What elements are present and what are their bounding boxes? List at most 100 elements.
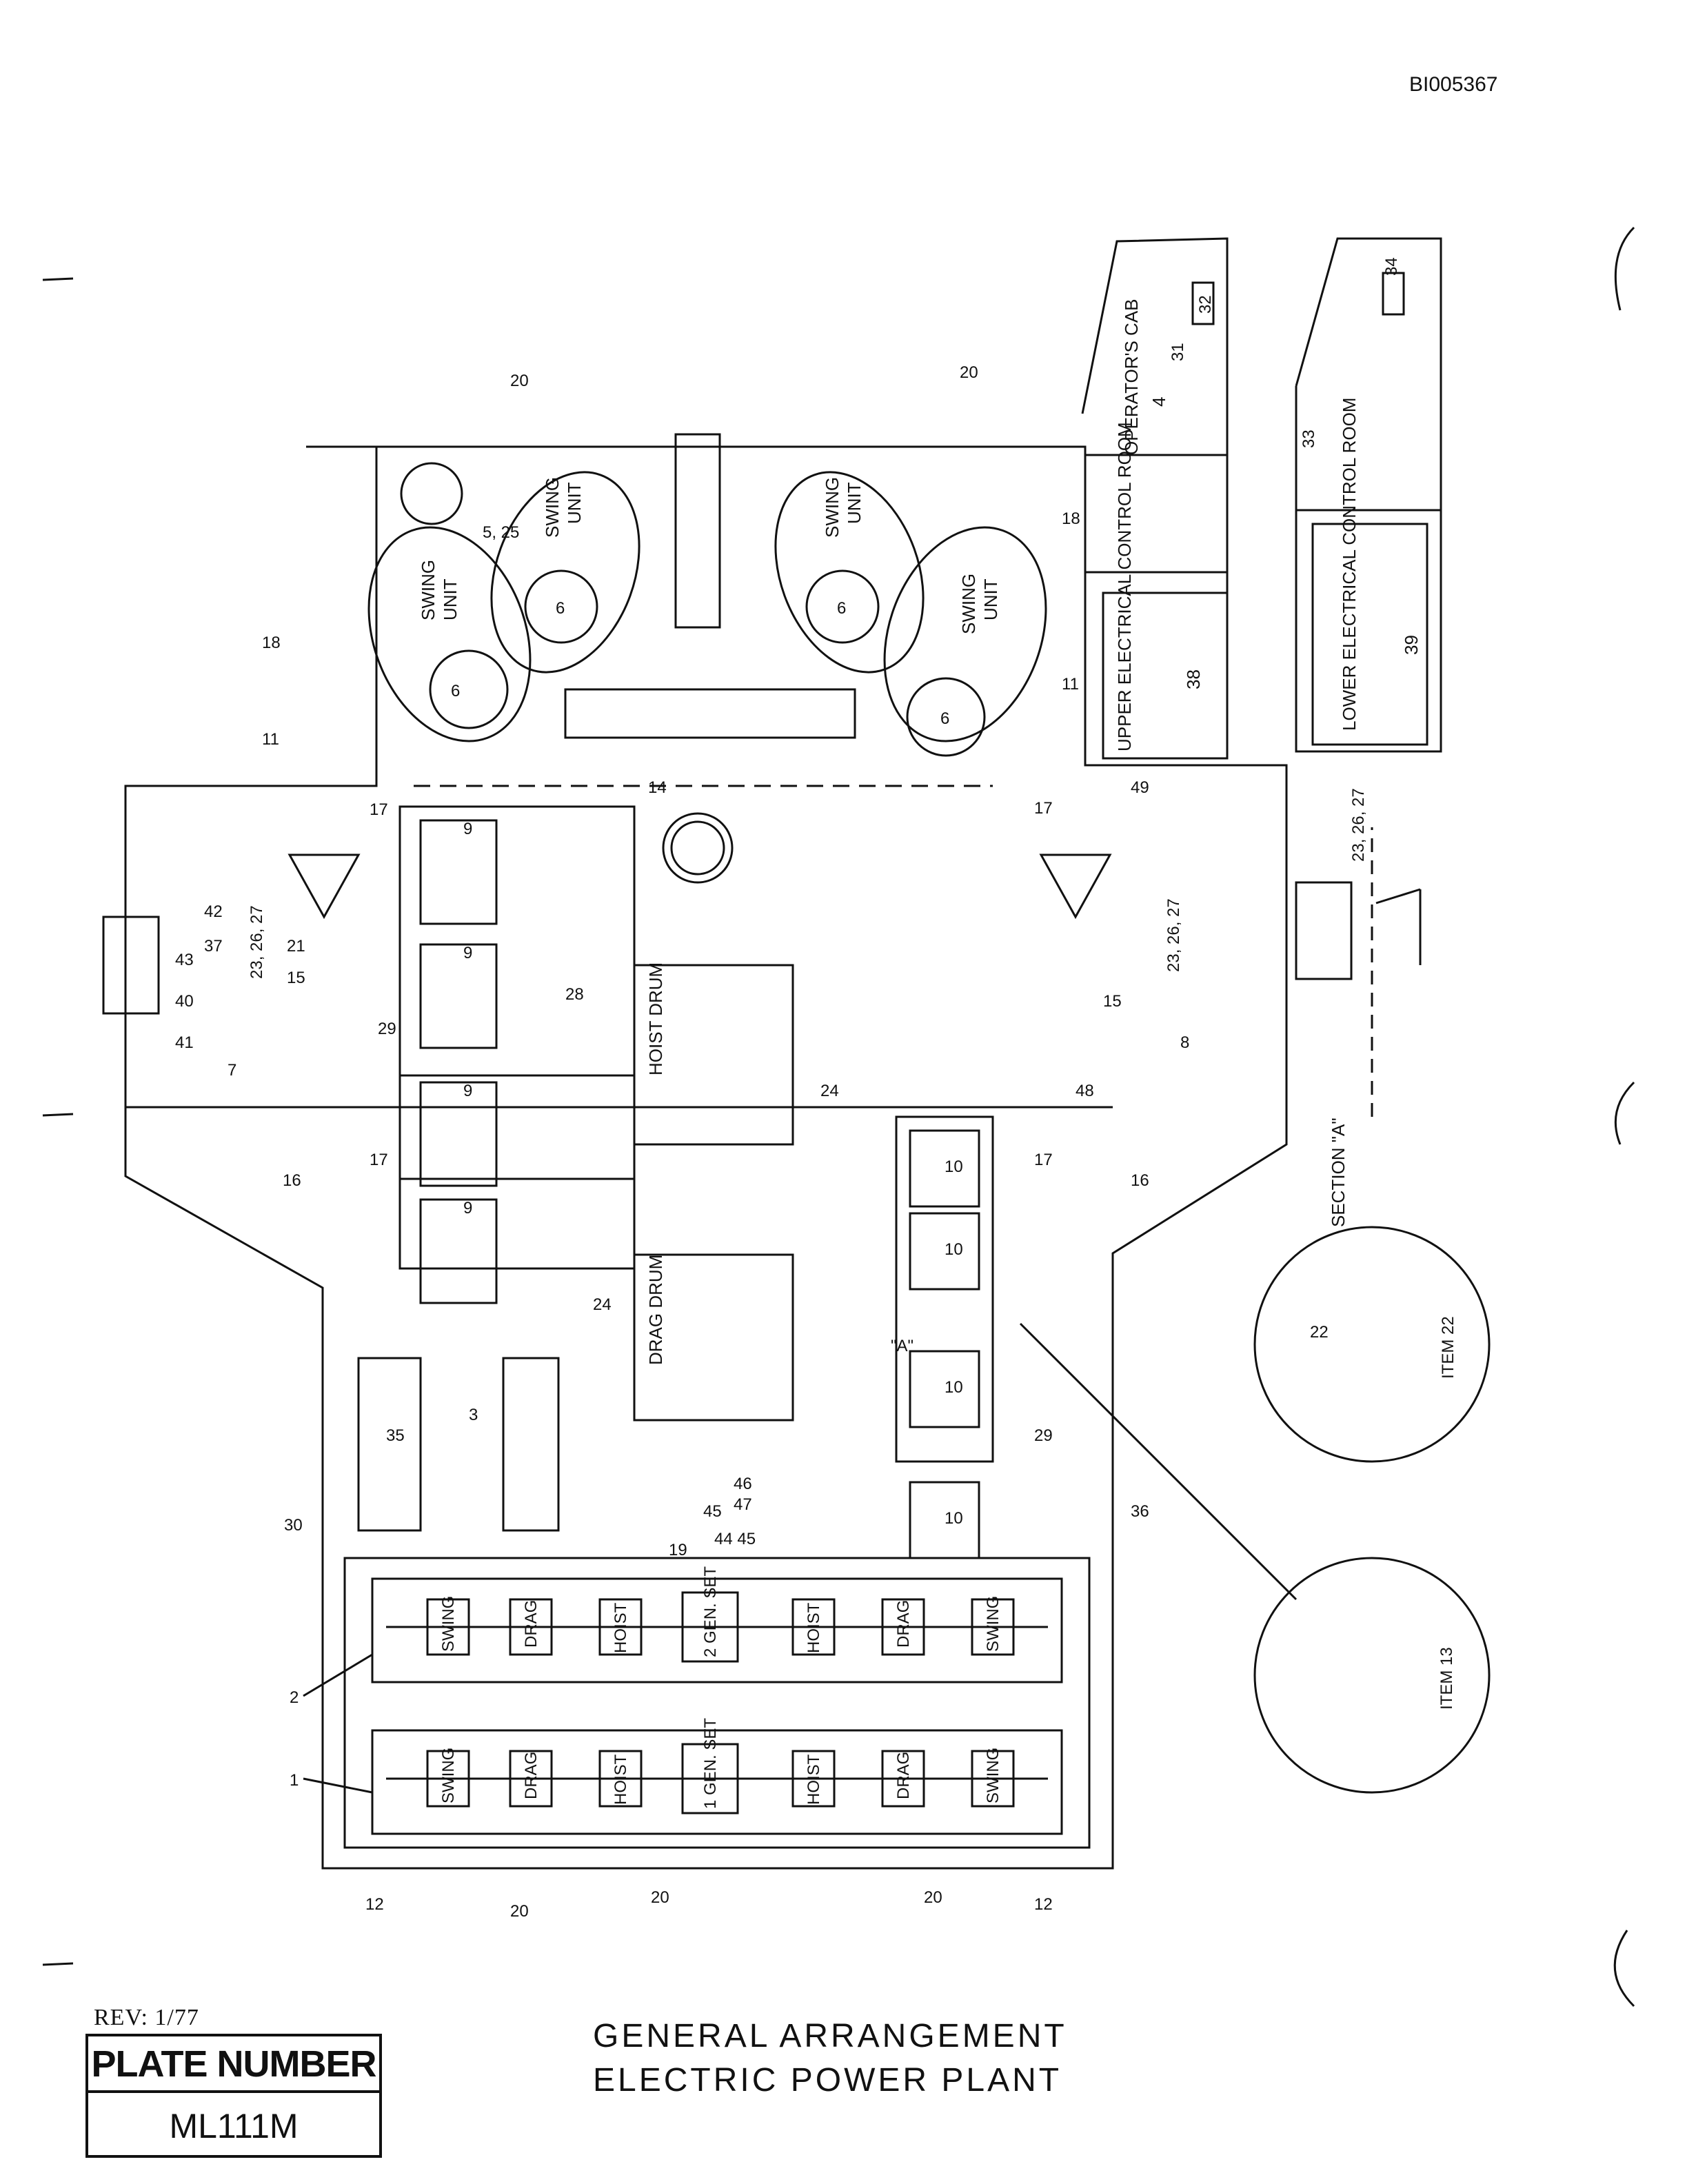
gen1-drag-left: DRAG bbox=[522, 1752, 541, 1799]
swing-unit-sub-1: UNIT bbox=[440, 578, 461, 620]
callout-18a: 18 bbox=[262, 634, 281, 652]
drag-drum-label: DRAG DRUM bbox=[645, 1255, 666, 1365]
revision-label: REV: 1/77 bbox=[94, 2005, 199, 2030]
callout-11a: 11 bbox=[262, 730, 279, 749]
swing-unit-label-1: SWING bbox=[418, 560, 438, 620]
callout-17a: 17 bbox=[370, 800, 388, 819]
callout-10c: 10 bbox=[945, 1378, 963, 1397]
gen2-drag-left: DRAG bbox=[522, 1600, 541, 1648]
callout-23-26-27-left: 23, 26, 27 bbox=[248, 905, 266, 979]
callout-6b: 6 bbox=[556, 599, 565, 618]
callout-36: 36 bbox=[1131, 1502, 1149, 1521]
callout-10a: 10 bbox=[945, 1157, 963, 1176]
callout-3: 3 bbox=[469, 1406, 478, 1424]
document-id: BI005367 bbox=[1409, 73, 1498, 96]
item-22-label: ITEM 22 bbox=[1439, 1316, 1457, 1379]
callout-5-25: 5, 25 bbox=[483, 523, 519, 542]
callout-24b: 24 bbox=[593, 1295, 612, 1314]
callout-47: 47 bbox=[734, 1495, 752, 1514]
gen1-swing-right: SWING bbox=[984, 1748, 1002, 1803]
callout-29a: 29 bbox=[378, 1020, 396, 1038]
deck-outline bbox=[124, 445, 1288, 1870]
section-label: SECTION "A" bbox=[1328, 1118, 1349, 1227]
plate-number-label: PLATE NUMBER bbox=[88, 2036, 379, 2093]
callout-23-26-27-right: 23, 26, 27 bbox=[1349, 788, 1368, 862]
lower-room-number: 39 bbox=[1401, 635, 1422, 655]
callout-20e: 20 bbox=[924, 1888, 942, 1907]
callout-10b: 10 bbox=[945, 1240, 963, 1259]
right-detail-lines: 23, 26, 27 23, 26, 27 23, 26, 27 bbox=[248, 788, 1422, 1117]
callout-44-45: 44 45 bbox=[714, 1530, 756, 1548]
callout-8: 8 bbox=[1180, 1033, 1189, 1052]
callout-6a: 6 bbox=[451, 682, 460, 700]
gen1-hoist-left: HOIST bbox=[612, 1754, 630, 1805]
callout-16b: 16 bbox=[1131, 1171, 1149, 1190]
crawler-frames bbox=[102, 853, 1353, 1109]
callout-15b: 15 bbox=[1103, 992, 1122, 1011]
swing-unit-label-3: SWING bbox=[822, 477, 842, 538]
gen2-drag-right: DRAG bbox=[894, 1600, 913, 1648]
callout-9a: 9 bbox=[463, 820, 472, 838]
control-rooms: 32 34 33 31 OPERATOR'S CAB 4 UPPER ELECT… bbox=[1081, 237, 1442, 760]
plate-number-box: PLATE NUMBER ML111M bbox=[85, 2034, 382, 2158]
title-line-2: ELECTRIC POWER PLANT bbox=[593, 2062, 1062, 2099]
callout-40: 40 bbox=[175, 992, 194, 1011]
callout-45: 45 bbox=[703, 1502, 722, 1521]
callout-21: 21 bbox=[287, 937, 305, 956]
gen1-drag-right: DRAG bbox=[894, 1752, 913, 1799]
callout-23-26-27-center: 23, 26, 27 bbox=[1164, 898, 1183, 972]
gen1-hoist-right: HOIST bbox=[805, 1754, 823, 1805]
operators-cab-label: OPERATOR'S CAB bbox=[1121, 299, 1142, 456]
callout-42: 42 bbox=[204, 902, 223, 921]
callout-11b: 11 bbox=[1062, 675, 1079, 694]
hoist-drum-label: HOIST DRUM bbox=[645, 962, 666, 1075]
callout-7: 7 bbox=[228, 1061, 236, 1080]
callout-15a: 15 bbox=[287, 969, 305, 987]
gen2-hoist-left: HOIST bbox=[612, 1602, 630, 1653]
callout-35: 35 bbox=[386, 1426, 405, 1445]
callout-34: 34 bbox=[1382, 257, 1401, 276]
gen2-gen-set: 2 GEN. SET bbox=[701, 1566, 720, 1657]
callout-37: 37 bbox=[204, 937, 223, 956]
lower-room-label: LOWER ELECTRICAL CONTROL ROOM bbox=[1339, 398, 1360, 731]
callout-20a: 20 bbox=[510, 372, 529, 390]
callout-18b: 18 bbox=[1062, 509, 1080, 528]
swing-unit-sub-4: UNIT bbox=[980, 578, 1001, 620]
section-detail: SECTION "A" ITEM 22 ITEM 13 "A" bbox=[891, 1118, 1491, 1794]
swing-unit-label-2: SWING bbox=[542, 477, 563, 538]
callout-19: 19 bbox=[669, 1541, 687, 1559]
callout-48: 48 bbox=[1076, 1082, 1094, 1100]
callout-17d: 17 bbox=[1034, 1151, 1053, 1169]
callout-17c: 17 bbox=[370, 1151, 388, 1169]
gen2-swing-left: SWING bbox=[439, 1596, 458, 1652]
callout-28: 28 bbox=[565, 985, 584, 1004]
callout-49: 49 bbox=[1131, 778, 1149, 797]
swing-unit-sub-2: UNIT bbox=[564, 482, 585, 524]
operators-cab-number: 4 bbox=[1149, 397, 1169, 407]
gen1-gen-set: 1 GEN. SET bbox=[701, 1718, 720, 1809]
callout-9c: 9 bbox=[463, 1082, 472, 1100]
callout-33: 33 bbox=[1300, 429, 1318, 448]
callout-2: 2 bbox=[290, 1688, 299, 1707]
gen2-hoist-right: HOIST bbox=[805, 1602, 823, 1653]
callout-14: 14 bbox=[648, 778, 667, 797]
callout-30: 30 bbox=[284, 1516, 303, 1535]
callout-1: 1 bbox=[290, 1771, 299, 1790]
drums-and-motors: 9 9 9 9 HOIST DRUM DRAG DRUM 14 10 10 10… bbox=[357, 778, 994, 1559]
callout-43: 43 bbox=[175, 951, 194, 969]
section-marker: "A" bbox=[891, 1337, 913, 1355]
drawing-title: GENERAL ARRANGEMENT ELECTRIC POWER PLANT bbox=[593, 2014, 1158, 2103]
generator-sets: SWING DRAG HOIST 2 GEN. SET HOIST DRAG S… bbox=[290, 1566, 1048, 1814]
swing-units: 6 6 6 6 SWING UNIT SWING UNIT SWING UNIT… bbox=[367, 433, 1047, 757]
callout-29b: 29 bbox=[1034, 1426, 1053, 1445]
perimeter-callouts: 20 20 18 18 11 11 17 17 17 17 16 16 49 2… bbox=[175, 363, 1329, 1921]
callout-41: 41 bbox=[175, 1033, 194, 1052]
callout-6c: 6 bbox=[837, 599, 846, 618]
binding-marks bbox=[42, 226, 1635, 2008]
upper-room-number: 38 bbox=[1183, 669, 1204, 689]
callout-9d: 9 bbox=[463, 1199, 472, 1217]
gen2-swing-right: SWING bbox=[984, 1596, 1002, 1652]
callout-22: 22 bbox=[1310, 1323, 1329, 1342]
callout-12a: 12 bbox=[365, 1895, 384, 1914]
